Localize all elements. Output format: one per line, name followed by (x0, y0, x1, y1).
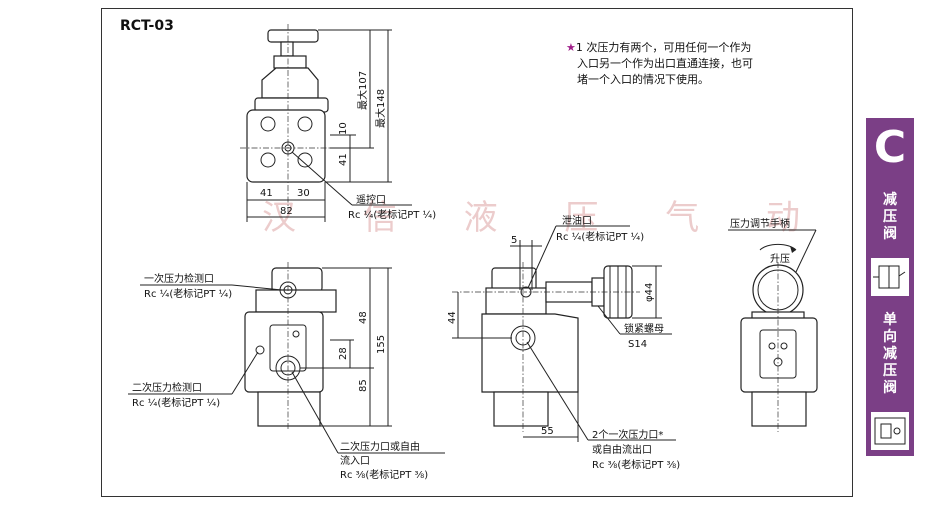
raise-arrow (759, 243, 797, 251)
dim-44-vertical: 44 (447, 311, 458, 324)
drawing-frame (101, 8, 853, 497)
top-stem-collar (273, 55, 307, 69)
star-mark: ★ (566, 41, 576, 54)
pilot-port-label: 遥控口 (356, 193, 386, 206)
front-lower (257, 391, 321, 427)
dim-41-vertical: 41 (338, 153, 349, 166)
secondary-gauge-spec: Rc ¼(老标记PT ¼) (132, 396, 220, 409)
side-lower (493, 391, 549, 427)
top-bolt-1 (260, 116, 276, 132)
primary-port-label-2: 或自由流出口 (592, 443, 652, 456)
usage-note: ★1 次压力有两个，可用任何一个作为 入口另一个作为出口直通连接，也可 堵一个入… (566, 40, 826, 88)
rear-screw-1 (768, 342, 776, 350)
secondary-port-label-1: 二次压力口或自由 (340, 440, 420, 453)
side-view: 5 泄油口 Rc ¼(老标记PT ¼) 44 φ44 锁紧螺母 S14 55 2… (447, 214, 680, 471)
pilot-port-spec: Rc ¼(老标记PT ¼) (348, 208, 436, 221)
handle-label: 压力调节手柄 (730, 217, 790, 230)
front-screw (292, 330, 300, 338)
top-bolt-3 (260, 152, 276, 168)
drain-label: 泄油口 (562, 214, 592, 227)
check-valve-symbol-icon (871, 412, 909, 450)
rear-view: 升压 压力调节手柄 (728, 217, 818, 432)
dim-28: 28 (338, 347, 349, 360)
note-line-2: 入口另一个作为出口直通连接，也可 (577, 57, 753, 70)
dim-55: 55 (541, 426, 554, 437)
category-sidebar: C 减 压 阀 单 向 减 压 阀 (866, 118, 914, 456)
rear-lower (751, 391, 807, 427)
category-check-pressure-reducing-valve: 单 向 减 压 阀 (883, 312, 897, 396)
side-top-cap (491, 267, 537, 291)
primary-port-spec: Rc ⅜(老标记PT ⅜) (592, 458, 680, 471)
top-bolt-2 (297, 116, 313, 132)
front-view: 48 28 85 155 一次压力检测口 Rc ¼(老标记PT ¼) 二次压力检… (128, 262, 445, 481)
secondary-port-label-2: 流入口 (340, 454, 370, 467)
secondary-port-spec: Rc ⅜(老标记PT ⅜) (340, 468, 428, 481)
primary-port-label-1: 2个一次压力口* (592, 428, 663, 441)
side-body (481, 313, 579, 393)
dim-30: 30 (297, 188, 310, 199)
rear-screw-2 (780, 342, 788, 350)
dim-10: 10 (338, 122, 349, 135)
dim-max107: 最大107 (356, 71, 369, 110)
secondary-gauge-port (255, 345, 265, 355)
dim-82: 82 (280, 206, 293, 217)
top-knob-stem (280, 41, 294, 57)
dim-phi44: φ44 (644, 283, 655, 302)
dim-48: 48 (358, 311, 369, 324)
dim-5: 5 (511, 235, 517, 246)
primary-gauge-spec: Rc ¼(老标记PT ¼) (144, 287, 232, 300)
category-pressure-reducing-valve: 减 压 阀 (883, 192, 897, 242)
dim-85: 85 (358, 379, 369, 392)
model-label: RCT-03 (120, 18, 174, 34)
top-knob (267, 29, 319, 43)
note-line-3: 堵一个入口的情况下使用。 (577, 73, 709, 86)
raise-label: 升压 (770, 253, 790, 265)
lock-nut-label: 锁紧螺母 (624, 322, 664, 335)
note-line-1: 1 次压力有两个，可用任何一个作为 (575, 41, 752, 54)
primary-gauge-label: 一次压力检测口 (144, 272, 214, 285)
top-bonnet (261, 67, 319, 99)
drain-spec: Rc ¼(老标记PT ¼) (556, 230, 644, 243)
dim-155: 155 (376, 335, 387, 354)
lock-nut-spec: S14 (628, 339, 647, 350)
category-letter: C (873, 122, 907, 173)
valve-symbol-icon (871, 258, 909, 296)
front-top-cap (271, 267, 323, 293)
secondary-gauge-label: 二次压力检测口 (132, 381, 202, 394)
top-view: 最大107 最大148 10 41 41 30 82 遥控口 Rc ¼(老标记P… (240, 24, 436, 222)
front-upper (255, 289, 337, 313)
top-bolt-4 (297, 152, 313, 168)
dim-max148: 最大148 (374, 89, 387, 128)
dim-41-horizontal: 41 (260, 188, 273, 199)
rear-body (740, 317, 818, 393)
